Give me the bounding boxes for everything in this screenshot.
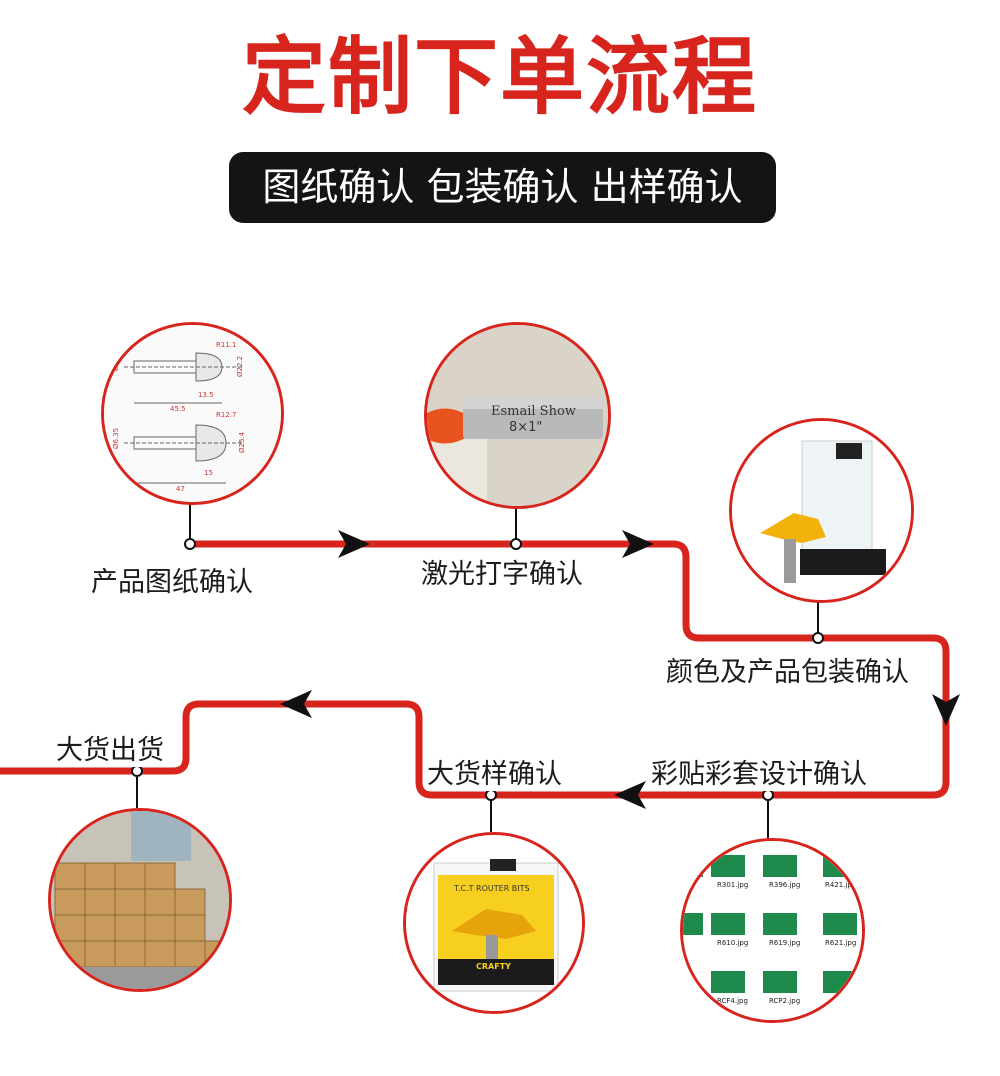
- engraved-router-bit-icon: Esmail Show 8×1": [427, 325, 608, 506]
- svg-text:RCP2.jpg: RCP2.jpg: [769, 997, 800, 1005]
- step-image-shipping: [48, 808, 232, 992]
- svg-text:Esmail Show: Esmail Show: [491, 404, 576, 419]
- step-image-engraving: Esmail Show 8×1": [424, 322, 611, 509]
- svg-text:R621.jpg: R621.jpg: [825, 939, 856, 947]
- step-label-sample: 大货样确认: [427, 752, 562, 791]
- svg-text:R619.jpg: R619.jpg: [769, 939, 800, 947]
- step-label-shipping: 大货出货: [56, 728, 164, 767]
- svg-text:CRAFTY: CRAFTY: [476, 962, 511, 971]
- svg-text:R610.jpg: R610.jpg: [717, 939, 748, 947]
- svg-text:47: 47: [176, 485, 185, 493]
- svg-text:RCF4.jpg: RCF4.jpg: [717, 997, 748, 1005]
- step-image-sample: T.C.T ROUTER BITS CRAFTY: [403, 832, 585, 1014]
- technical-drawing-icon: Ø6.35 R11.1 Ø22.2 13.5 45.5 Ø6.35 R12.7 …: [104, 325, 281, 502]
- packaged-router-bit-icon: [732, 421, 911, 600]
- svg-text:13.5: 13.5: [198, 391, 214, 399]
- arrow-left-icon: [280, 690, 312, 718]
- svg-text:8×1": 8×1": [509, 420, 542, 435]
- svg-text:15: 15: [204, 469, 213, 477]
- svg-text:Ø25.4: Ø25.4: [238, 431, 246, 453]
- svg-text:R396.jpg: R396.jpg: [769, 881, 800, 889]
- svg-text:T.C.T ROUTER BITS: T.C.T ROUTER BITS: [453, 884, 530, 893]
- label-designs-icon: R301.jpg R396.jpg R421.jpg R610.jpg R619…: [683, 841, 862, 1020]
- step-image-packaging: [729, 418, 914, 603]
- step-label-drawing: 产品图纸确认: [91, 560, 253, 599]
- svg-text:R11.1: R11.1: [216, 341, 236, 349]
- arrow-down-icon: [932, 694, 960, 726]
- svg-text:Ø6.35: Ø6.35: [112, 428, 120, 449]
- subtitle-banner: 图纸确认 包装确认 出样确认: [229, 152, 776, 223]
- step-image-label-designs: R301.jpg R396.jpg R421.jpg R610.jpg R619…: [680, 838, 865, 1023]
- sample-package-icon: T.C.T ROUTER BITS CRAFTY: [406, 835, 582, 1011]
- svg-text:R421.jpg: R421.jpg: [825, 881, 856, 889]
- svg-text:R301.jpg: R301.jpg: [717, 881, 748, 889]
- step-label-packaging: 颜色及产品包装确认: [666, 650, 909, 689]
- arrow-right-icon: [622, 530, 654, 558]
- arrow-right-icon: [338, 530, 370, 558]
- warehouse-boxes-icon: [51, 811, 229, 989]
- step-label-label-design: 彩贴彩套设计确认: [651, 752, 867, 791]
- arrow-left-icon: [614, 781, 646, 809]
- step-label-engraving: 激光打字确认: [421, 552, 583, 591]
- svg-text:Ø22.2: Ø22.2: [236, 356, 244, 377]
- step-image-drawing: Ø6.35 R11.1 Ø22.2 13.5 45.5 Ø6.35 R12.7 …: [101, 322, 284, 505]
- svg-text:45.5: 45.5: [170, 405, 186, 413]
- svg-text:R12.7: R12.7: [216, 411, 236, 419]
- page-title: 定制下单流程: [241, 28, 758, 126]
